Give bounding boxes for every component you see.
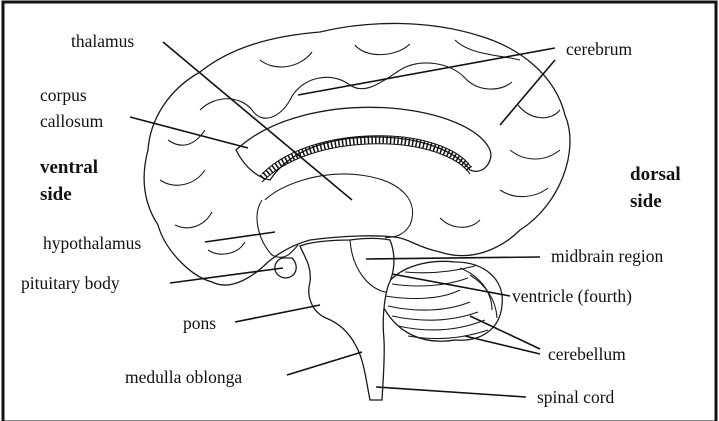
- label-dorsal-line2: side: [630, 191, 662, 212]
- label-ventral-line2: side: [40, 184, 72, 205]
- label-ventricle-fourth: ventricle (fourth): [512, 286, 632, 306]
- label-corpus-callosum-line2: callosum: [40, 111, 104, 131]
- brainstem-shape: [300, 239, 394, 401]
- label-ventral-line1: ventral: [40, 157, 98, 178]
- label-pituitary-body: pituitary body: [21, 273, 120, 293]
- label-midbrain-region: midbrain region: [551, 246, 664, 266]
- label-corpus-callosum-line1: corpus: [40, 85, 87, 105]
- label-dorsal-line1: dorsal: [630, 164, 681, 185]
- label-spinal-cord: spinal cord: [537, 387, 615, 407]
- label-cerebrum: cerebrum: [566, 39, 632, 59]
- label-pons: pons: [183, 313, 216, 333]
- label-thalamus: thalamus: [71, 31, 134, 51]
- label-hypothalamus: hypothalamus: [43, 233, 141, 253]
- label-medulla-oblonga: medulla oblonga: [125, 367, 242, 387]
- cerebellum-shape: [380, 261, 502, 341]
- label-cerebellum: cerebellum: [548, 344, 626, 364]
